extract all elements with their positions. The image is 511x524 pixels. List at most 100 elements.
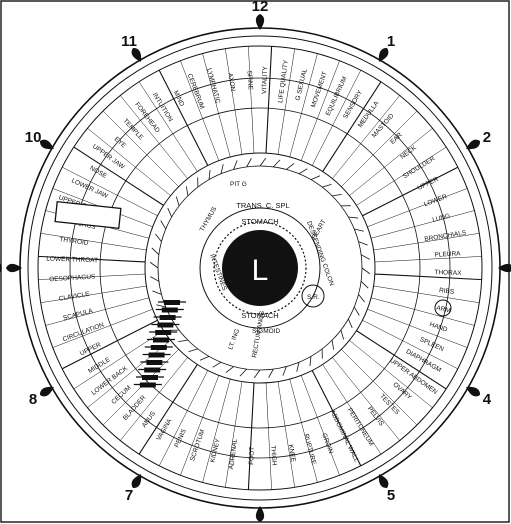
wreath-tooth xyxy=(152,290,162,295)
wreath-tooth xyxy=(175,196,180,207)
zone-divider xyxy=(311,370,362,467)
wreath-tooth xyxy=(155,233,162,242)
wreath-tooth xyxy=(208,169,211,180)
wreath-tooth xyxy=(296,362,300,372)
sr-label: S.R. xyxy=(307,294,320,301)
zone-divider xyxy=(367,308,468,348)
hour-label: 2 xyxy=(483,129,491,146)
hour-marker-1: 1 xyxy=(378,33,395,62)
zone-divider xyxy=(332,95,400,179)
zone-divider xyxy=(349,128,433,196)
pupil xyxy=(222,230,298,306)
wreath-tooth xyxy=(273,159,281,168)
zone-divider xyxy=(341,349,418,426)
hour-label: 6 xyxy=(256,522,264,524)
zone-label: LOWER THROAT xyxy=(46,256,98,265)
wreath-tooth xyxy=(151,247,160,255)
hour-label: 7 xyxy=(125,487,133,504)
zone-divider xyxy=(362,319,458,370)
zone-label: PLEURA xyxy=(434,250,461,259)
zone-divider xyxy=(62,166,158,217)
sr-circle xyxy=(301,284,325,308)
wreath-tooth xyxy=(360,254,370,260)
hour-label: 11 xyxy=(121,33,137,50)
hour-marker-4: 4 xyxy=(466,386,492,408)
pit-g-label: PIT G xyxy=(230,181,247,188)
zone-divider xyxy=(349,340,433,408)
ring-7 xyxy=(199,207,321,329)
hour-drop-icon xyxy=(466,386,480,397)
wreath-tooth xyxy=(358,241,368,246)
hour-label: 5 xyxy=(387,487,395,504)
zone-divider xyxy=(265,46,273,154)
wreath-tooth xyxy=(321,183,332,188)
zone-divider xyxy=(225,48,243,155)
hour-label: 10 xyxy=(25,129,42,146)
zone-divider xyxy=(367,188,468,228)
wreath-tooth xyxy=(178,339,188,342)
zone-divider xyxy=(40,285,147,303)
zone-divider xyxy=(138,81,198,172)
zone-label: THIGH xyxy=(269,445,277,466)
wreath-tooth xyxy=(268,368,274,378)
zone-divider xyxy=(138,364,198,455)
stomach-top-label: STOMACH xyxy=(241,217,278,226)
zone-label: VITALITY xyxy=(261,65,269,94)
wreath-tooth xyxy=(259,157,267,167)
ring-4 xyxy=(99,107,421,429)
hour-marker-7: 7 xyxy=(125,474,142,504)
zone-divider xyxy=(277,48,295,155)
zone-divider xyxy=(180,60,220,161)
zone-divider xyxy=(371,297,475,326)
zone-divider xyxy=(87,340,171,408)
hour-drop-icon xyxy=(131,474,142,488)
wreath-tooth xyxy=(358,294,365,303)
zone-label: THYROID xyxy=(59,236,89,247)
wreath-tooth xyxy=(310,175,321,181)
wreath-tooth xyxy=(220,164,224,174)
zone-divider xyxy=(38,273,146,280)
zone-divider xyxy=(356,146,447,206)
hour-marker-2: 2 xyxy=(466,129,491,150)
zone-label: KNEE xyxy=(287,444,297,463)
zone-label: AXON xyxy=(226,73,236,93)
zone-divider xyxy=(61,319,158,370)
hour-drop-icon xyxy=(131,48,142,62)
wreath-tooth xyxy=(348,216,359,219)
zone-divider xyxy=(265,382,272,490)
wreath-tooth xyxy=(239,368,247,377)
wreath-tooth xyxy=(186,186,189,196)
hour-drop-icon xyxy=(255,506,265,522)
zone-label: LUNG xyxy=(432,213,451,224)
wreath-tooth xyxy=(361,267,371,275)
zone-label: FOOT xyxy=(248,447,256,465)
wreath-tooth xyxy=(188,348,199,353)
zone-label: OESOPHAGUS xyxy=(49,273,96,283)
zone-label: SPINE xyxy=(246,70,254,91)
zone-divider xyxy=(322,364,382,455)
hour-label: 4 xyxy=(483,391,492,408)
pupil-letter: L xyxy=(252,254,269,287)
zone-divider xyxy=(40,233,147,251)
ring-1 xyxy=(27,35,493,501)
wreath-tooth xyxy=(253,369,261,379)
wreath-tooth xyxy=(149,261,159,269)
hour-drop-icon xyxy=(378,48,389,62)
wreath-tooth xyxy=(150,276,160,282)
hour-drop-icon xyxy=(378,474,389,488)
zone-divider xyxy=(322,81,382,172)
wreath-tooth xyxy=(332,194,342,197)
zone-divider xyxy=(87,128,171,196)
wreath-tooth xyxy=(353,306,360,316)
zone-divider xyxy=(202,379,231,483)
wreath-tooth xyxy=(340,329,345,340)
spine-drawing xyxy=(133,300,186,388)
zone-divider xyxy=(247,382,255,490)
hour-label: 8 xyxy=(29,391,37,408)
zone-divider xyxy=(158,69,209,166)
wreath-tooth xyxy=(233,160,238,170)
wreath-tooth xyxy=(298,168,308,175)
zone-divider xyxy=(332,357,400,441)
